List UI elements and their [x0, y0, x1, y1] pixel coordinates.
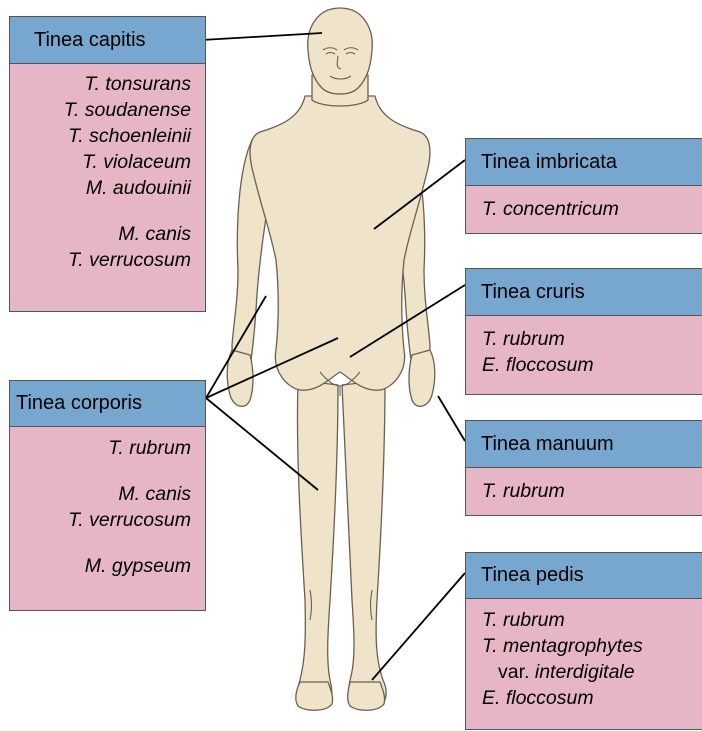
species-name: T. mentagrophytes — [482, 633, 702, 659]
box-species-list: T. rubrum T. mentagrophytes var. interdi… — [466, 599, 702, 729]
tinea-capitis-box: Tinea capitis T. tonsurans T. soudanense… — [9, 16, 206, 312]
variety-prefix: var. — [498, 661, 529, 683]
box-species-list: T. concentricum — [466, 186, 702, 233]
box-species-list: T. tonsurans T. soudanense T. schoenlein… — [10, 64, 205, 311]
tinea-manuum-box: Tinea manuum T. rubrum — [465, 420, 702, 516]
species-name: M. gypseum — [10, 553, 191, 579]
box-header: Tinea pedis — [466, 553, 702, 599]
box-title: Tinea corporis — [16, 392, 142, 415]
body-silhouette — [227, 8, 435, 710]
variety-name: interdigitale — [535, 661, 635, 683]
tinea-cruris-box: Tinea cruris T. rubrum E. floccosum — [465, 268, 702, 395]
box-title: Tinea imbricata — [481, 151, 617, 174]
box-header: Tinea corporis — [10, 381, 205, 427]
species-name: T. schoenleinii — [10, 123, 191, 149]
box-header: Tinea manuum — [466, 421, 702, 468]
tinea-corporis-box: Tinea corporis T. rubrum M. canis T. ver… — [9, 380, 206, 611]
species-name: T. rubrum — [482, 607, 702, 633]
species-name: T. tonsurans — [10, 71, 191, 97]
species-name: M. canis — [10, 481, 191, 507]
species-name: E. floccosum — [482, 352, 702, 378]
box-species-list: T. rubrum M. canis T. verrucosum M. gyps… — [10, 427, 205, 610]
species-name: T. soudanense — [10, 97, 191, 123]
species-name: T. rubrum — [482, 326, 702, 352]
species-name: T. rubrum — [10, 435, 191, 461]
box-species-list: T. rubrum — [466, 468, 702, 515]
tinea-imbricata-box: Tinea imbricata T. concentricum — [465, 138, 702, 234]
species-name: T. verrucosum — [10, 247, 191, 273]
box-title: Tinea cruris — [481, 281, 585, 304]
species-name: E. floccosum — [482, 685, 702, 711]
box-header: Tinea capitis — [10, 17, 205, 64]
box-title: Tinea pedis — [481, 564, 584, 587]
species-name: T. rubrum — [482, 478, 702, 504]
leader-manuum — [438, 396, 465, 441]
species-name: T. concentricum — [482, 196, 702, 222]
species-name: M. canis — [10, 221, 191, 247]
leader-capitis — [202, 33, 322, 40]
box-header: Tinea imbricata — [466, 139, 702, 186]
box-title: Tinea capitis — [34, 29, 146, 52]
species-name: T. violaceum — [10, 149, 191, 175]
box-header: Tinea cruris — [466, 269, 702, 316]
species-name: T. verrucosum — [10, 507, 191, 533]
box-title: Tinea manuum — [481, 433, 614, 456]
species-name: M. audouinii — [10, 175, 191, 201]
box-species-list: T. rubrum E. floccosum — [466, 316, 702, 394]
species-variety: var. interdigitale — [482, 659, 702, 685]
tinea-pedis-box: Tinea pedis T. rubrum T. mentagrophytes … — [465, 552, 702, 730]
leader-pedis — [372, 573, 465, 680]
